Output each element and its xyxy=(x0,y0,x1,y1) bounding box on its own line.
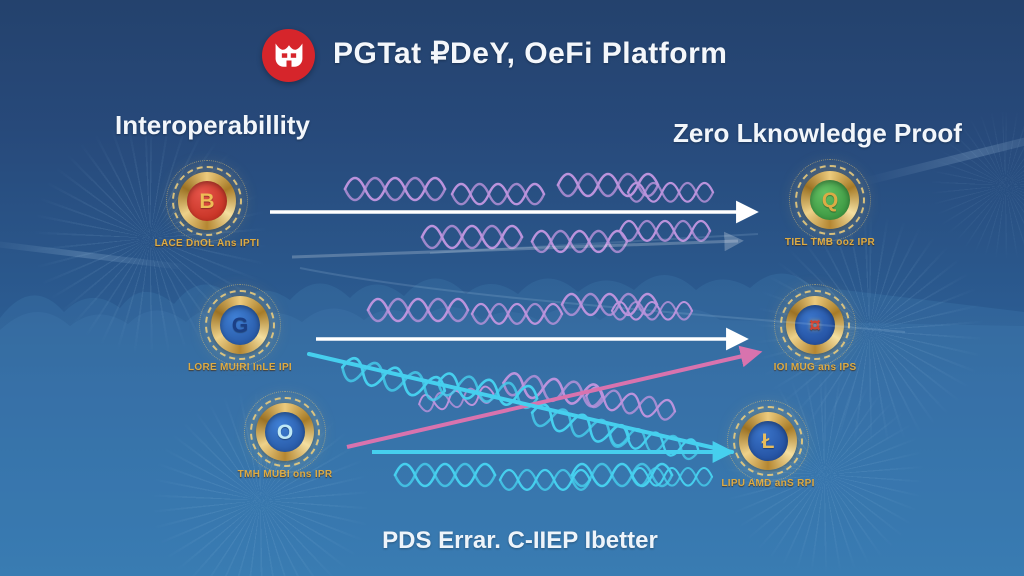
coin-ring: O xyxy=(244,391,326,473)
coin-right-2: ¤ IOI MUG ans IPS xyxy=(745,284,885,373)
coin-glyph: Ł xyxy=(761,429,775,453)
page-title: PGTat ₽DeY, OeFi Platform xyxy=(333,37,728,70)
arrow-row1-ghost xyxy=(291,231,744,259)
footer-caption: PDS Errar. C-IIEP Ibetter xyxy=(382,527,658,554)
coin-ring: Ł xyxy=(727,400,809,482)
line-cyan-diagonal xyxy=(307,352,734,454)
logo-icon xyxy=(262,29,315,82)
coin-caption: LORE MUIRI InLE IPI xyxy=(187,362,293,373)
coin-right-1: Q TIEL TMB ooz IPR xyxy=(760,159,900,248)
coin-ring: Q xyxy=(789,159,871,241)
faint-thread xyxy=(429,233,759,254)
coin-face-red: B xyxy=(187,181,227,221)
coin-left-1: B LACE DnOL Ans IPTI xyxy=(137,160,277,249)
coin-face-blue: ¤ xyxy=(795,305,835,345)
coin-left-3: O TMH MUBI ons IPR xyxy=(215,391,355,480)
coin-caption: LIPU AMD anS RPI xyxy=(721,478,815,489)
label-zero-knowledge-proof: Zero Lknowledge Proof xyxy=(673,118,962,148)
coin-face-blue: O xyxy=(265,412,305,452)
coin-face-blue: G xyxy=(220,305,260,345)
coin-glyph: Q xyxy=(821,188,839,212)
coin-left-2: G LORE MUIRI InLE IPI xyxy=(170,284,310,373)
coin-face-blue: Ł xyxy=(748,421,788,461)
wings-emblem-icon xyxy=(275,42,302,67)
coin-face-green: Q xyxy=(810,180,850,220)
coin-ring: ¤ xyxy=(774,284,856,366)
coin-right-3: Ł LIPU AMD anS RPI xyxy=(698,400,838,489)
coin-ring: B xyxy=(166,160,248,242)
coin-caption: IOI MUG ans IPS xyxy=(773,362,857,373)
label-interoperability: Interoperabillity xyxy=(114,110,311,140)
coin-caption: TMH MUBI ons IPR xyxy=(237,469,333,480)
coin-glyph: O xyxy=(276,420,294,444)
coin-glyph: B xyxy=(199,189,215,213)
arrow-pink-diagonal xyxy=(346,345,763,449)
coin-caption: LACE DnOL Ans IPTI xyxy=(154,238,260,249)
coin-glyph: G xyxy=(231,313,249,337)
coin-glyph: ¤ xyxy=(809,313,821,337)
coin-ring: G xyxy=(199,284,281,366)
coin-caption: TIEL TMB ooz IPR xyxy=(784,237,876,248)
